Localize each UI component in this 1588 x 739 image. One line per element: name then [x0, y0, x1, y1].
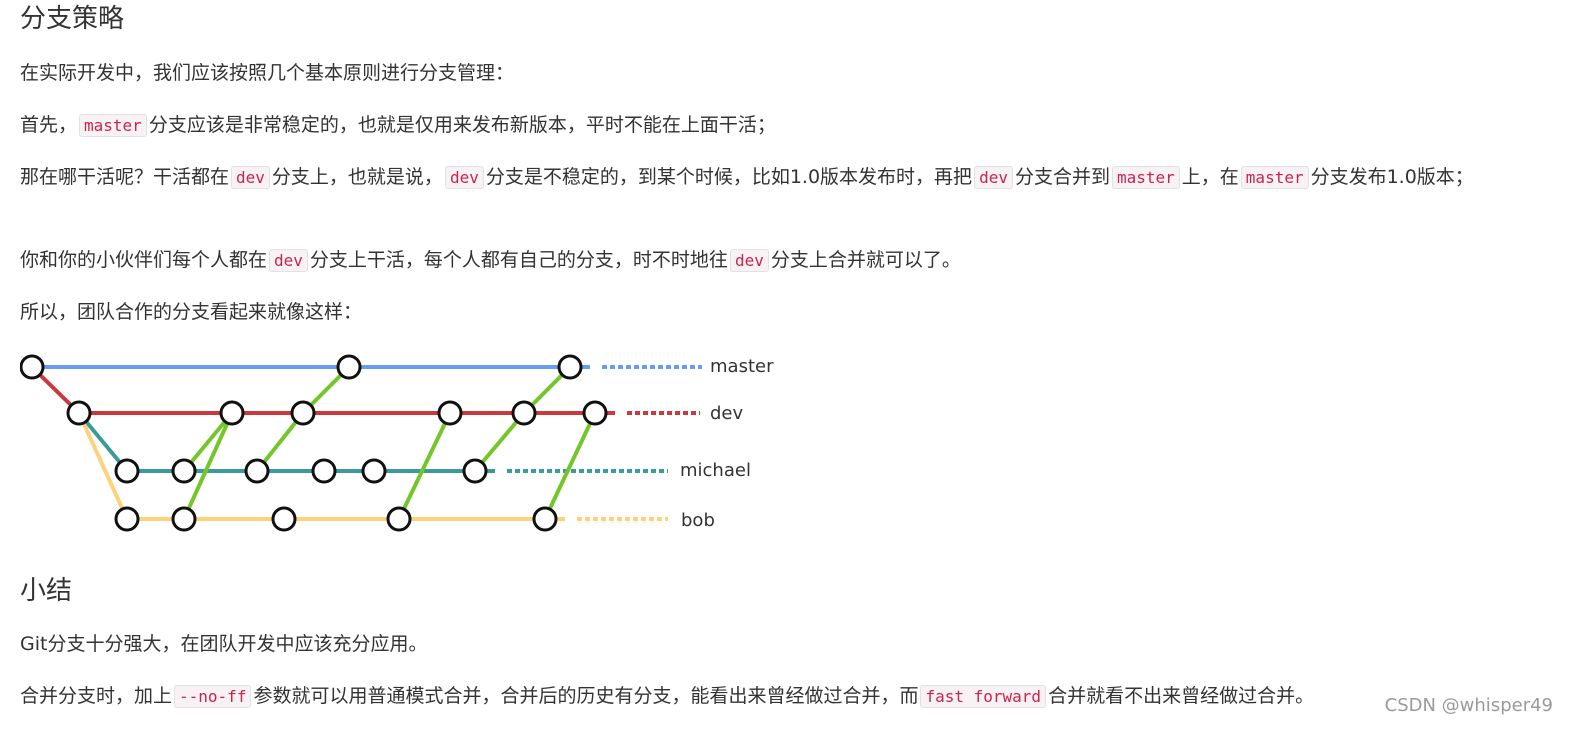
branch-line-bob-start — [77, 412, 129, 520]
commit-node — [114, 506, 140, 532]
commit-node — [437, 400, 463, 426]
commit-node — [219, 400, 245, 426]
text: 在实际开发中，我们应该按照几个基本原则进行分支管理： — [20, 62, 515, 84]
code-dev: dev — [974, 166, 1013, 189]
commit-node — [19, 354, 45, 380]
commit-node — [171, 458, 197, 484]
text: 所以，团队合作的分支看起来就像这样： — [20, 301, 363, 323]
branch-diagram: master dev michael bob — [19, 345, 780, 545]
text: 分支合并到 — [1014, 166, 1110, 188]
commit-node — [66, 400, 92, 426]
commit-nodes — [19, 354, 608, 532]
code-master: master — [1111, 166, 1180, 189]
commit-node — [511, 400, 537, 426]
branch-line-michael-start — [77, 411, 129, 473]
merge-line — [182, 411, 234, 473]
commit-node — [290, 400, 316, 426]
merge-line — [543, 412, 597, 520]
watermark: CSDN @whisper49 — [1384, 695, 1553, 716]
commit-node — [557, 354, 583, 380]
commit-node — [336, 354, 362, 380]
code-fast-forward: fast forward — [920, 685, 1047, 708]
text: 分支上干活，每个人都有自己的分支，时不时地往 — [309, 249, 728, 271]
text: 上，在 — [1181, 166, 1239, 188]
branch-labels: master dev michael bob — [680, 356, 774, 531]
text: 合并分支时，加上 — [20, 685, 173, 707]
merge-line — [397, 412, 452, 520]
text: 分支上合并就可以了。 — [770, 249, 961, 271]
merge-line — [473, 411, 526, 473]
commit-node — [361, 458, 387, 484]
commit-node — [244, 458, 270, 484]
code-master: master — [79, 114, 147, 137]
branch-label-bob: bob — [681, 510, 715, 531]
commit-node — [114, 458, 140, 484]
commit-node — [271, 506, 297, 532]
text: 首先， — [20, 114, 78, 136]
branch-lines — [30, 365, 702, 521]
text: Git分支十分强大，在团队开发中应该充分应用。 — [20, 633, 428, 655]
text: 你和你的小伙伴们每个人都在 — [20, 249, 268, 271]
text: 分支是不稳定的，到某个时候，比如1.0版本发布时，再把 — [485, 166, 973, 188]
code-dev: dev — [269, 249, 308, 272]
commit-node — [311, 458, 337, 484]
text: 分支上，也就是说， — [271, 166, 443, 188]
code-dev: dev — [729, 249, 769, 272]
code-dev: dev — [231, 166, 270, 189]
code-no-ff: --no-ff — [174, 685, 252, 708]
branch-diagram-svg: master dev michael bob — [19, 354, 774, 532]
branch-label-michael: michael — [680, 460, 751, 481]
branch-label-dev: dev — [710, 403, 744, 424]
text: 分支发布1.0版本； — [1310, 166, 1474, 188]
text: 合并就看不出来曾经做过合并。 — [1048, 685, 1315, 707]
section-heading-summary: 小结 — [20, 576, 73, 606]
commit-node — [532, 506, 558, 532]
merge-line — [182, 412, 234, 520]
paragraph-diagram-intro: 所以，团队合作的分支看起来就像这样： — [20, 296, 1545, 328]
commit-node — [582, 400, 608, 426]
commit-node — [462, 458, 488, 484]
text: 分支应该是非常稳定的，也就是仅用来发布新版本，平时不能在上面干活； — [148, 114, 776, 136]
commit-node — [386, 506, 412, 532]
code-dev: dev — [444, 166, 484, 189]
code-master: master — [1240, 166, 1309, 189]
paragraph-summary-1: Git分支十分强大，在团队开发中应该充分应用。 — [20, 628, 1545, 660]
section-heading-branch-strategy: 分支策略 — [20, 4, 125, 34]
branch-label-master: master — [710, 356, 774, 377]
merge-lines — [182, 365, 597, 520]
commit-node — [171, 506, 197, 532]
text: 参数就可以用普通模式合并，合并后的历史有分支，能看出来曾经做过合并，而 — [253, 685, 919, 707]
text: 那在哪干活呢？干活都在 — [20, 166, 230, 188]
paragraph-intro: 在实际开发中，我们应该按照几个基本原则进行分支管理： — [20, 57, 1545, 89]
